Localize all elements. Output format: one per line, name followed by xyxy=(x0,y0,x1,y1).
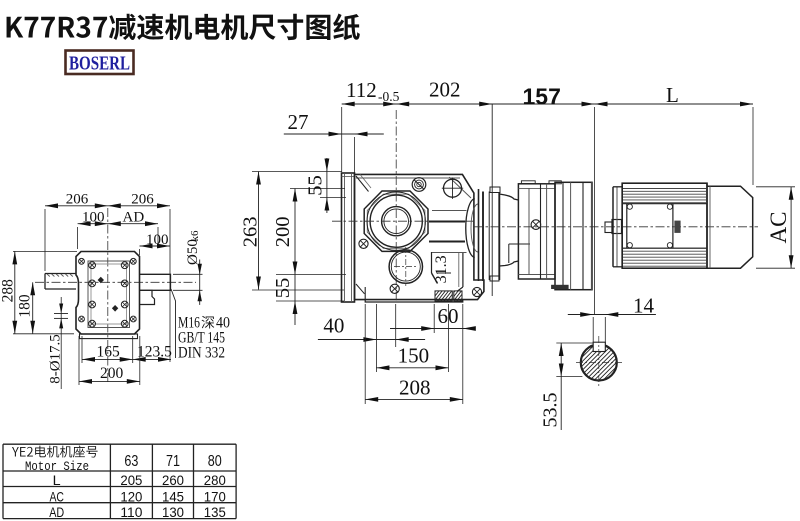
svg-text:GB/T 145: GB/T 145 xyxy=(178,330,225,347)
svg-text:120: 120 xyxy=(120,488,142,504)
svg-text:L: L xyxy=(666,83,679,107)
svg-text:27: 27 xyxy=(288,110,309,134)
svg-text:AD: AD xyxy=(49,504,64,520)
svg-text:206: 206 xyxy=(66,192,89,208)
svg-text:260: 260 xyxy=(162,472,184,488)
svg-text:180: 180 xyxy=(17,294,34,318)
svg-text:53.5: 53.5 xyxy=(540,393,562,428)
svg-text:40: 40 xyxy=(216,315,230,332)
svg-text:71: 71 xyxy=(166,453,180,470)
svg-text:263: 263 xyxy=(240,217,262,248)
svg-text:55: 55 xyxy=(272,278,294,299)
svg-text:145: 145 xyxy=(162,488,184,504)
svg-text:AD: AD xyxy=(123,210,145,226)
svg-text:112: 112 xyxy=(346,78,377,102)
svg-text:157: 157 xyxy=(523,84,561,110)
svg-text:14: 14 xyxy=(633,293,655,317)
svg-text:135: 135 xyxy=(204,504,226,520)
svg-text:110: 110 xyxy=(120,504,142,520)
svg-text:288: 288 xyxy=(0,279,17,303)
svg-text:206: 206 xyxy=(131,192,154,208)
svg-text:k6: k6 xyxy=(189,230,201,242)
svg-text:202: 202 xyxy=(429,78,461,102)
svg-text:AC: AC xyxy=(49,488,64,504)
svg-text:Motor Size: Motor Size xyxy=(25,459,89,474)
svg-text:205: 205 xyxy=(120,472,142,488)
svg-text:Ø50: Ø50 xyxy=(185,239,201,265)
svg-text:M16: M16 xyxy=(178,315,200,332)
svg-text:-0.5: -0.5 xyxy=(378,89,400,104)
svg-text:AC: AC xyxy=(766,212,791,244)
svg-text:170: 170 xyxy=(204,488,226,504)
svg-text:60: 60 xyxy=(438,304,459,328)
svg-text:150: 150 xyxy=(398,344,430,368)
svg-text:63: 63 xyxy=(124,453,138,470)
svg-text:100: 100 xyxy=(146,232,169,248)
svg-text:208: 208 xyxy=(399,376,431,400)
svg-text:123.5: 123.5 xyxy=(137,344,172,361)
svg-text:40: 40 xyxy=(323,314,344,338)
svg-text:L: L xyxy=(53,472,61,488)
svg-text:80: 80 xyxy=(208,453,222,470)
svg-text:8-Ø17.5: 8-Ø17.5 xyxy=(48,334,64,384)
svg-text:BOSERL: BOSERL xyxy=(69,53,130,75)
svg-text:31.3: 31.3 xyxy=(433,255,450,283)
svg-text:130: 130 xyxy=(162,504,184,520)
svg-text:200: 200 xyxy=(100,365,124,382)
svg-text:DIN 332: DIN 332 xyxy=(178,345,225,362)
svg-text:280: 280 xyxy=(204,472,226,488)
svg-text:200: 200 xyxy=(272,217,294,248)
svg-text:165: 165 xyxy=(97,344,121,361)
svg-text:55: 55 xyxy=(305,175,327,196)
svg-text:100: 100 xyxy=(82,210,105,226)
